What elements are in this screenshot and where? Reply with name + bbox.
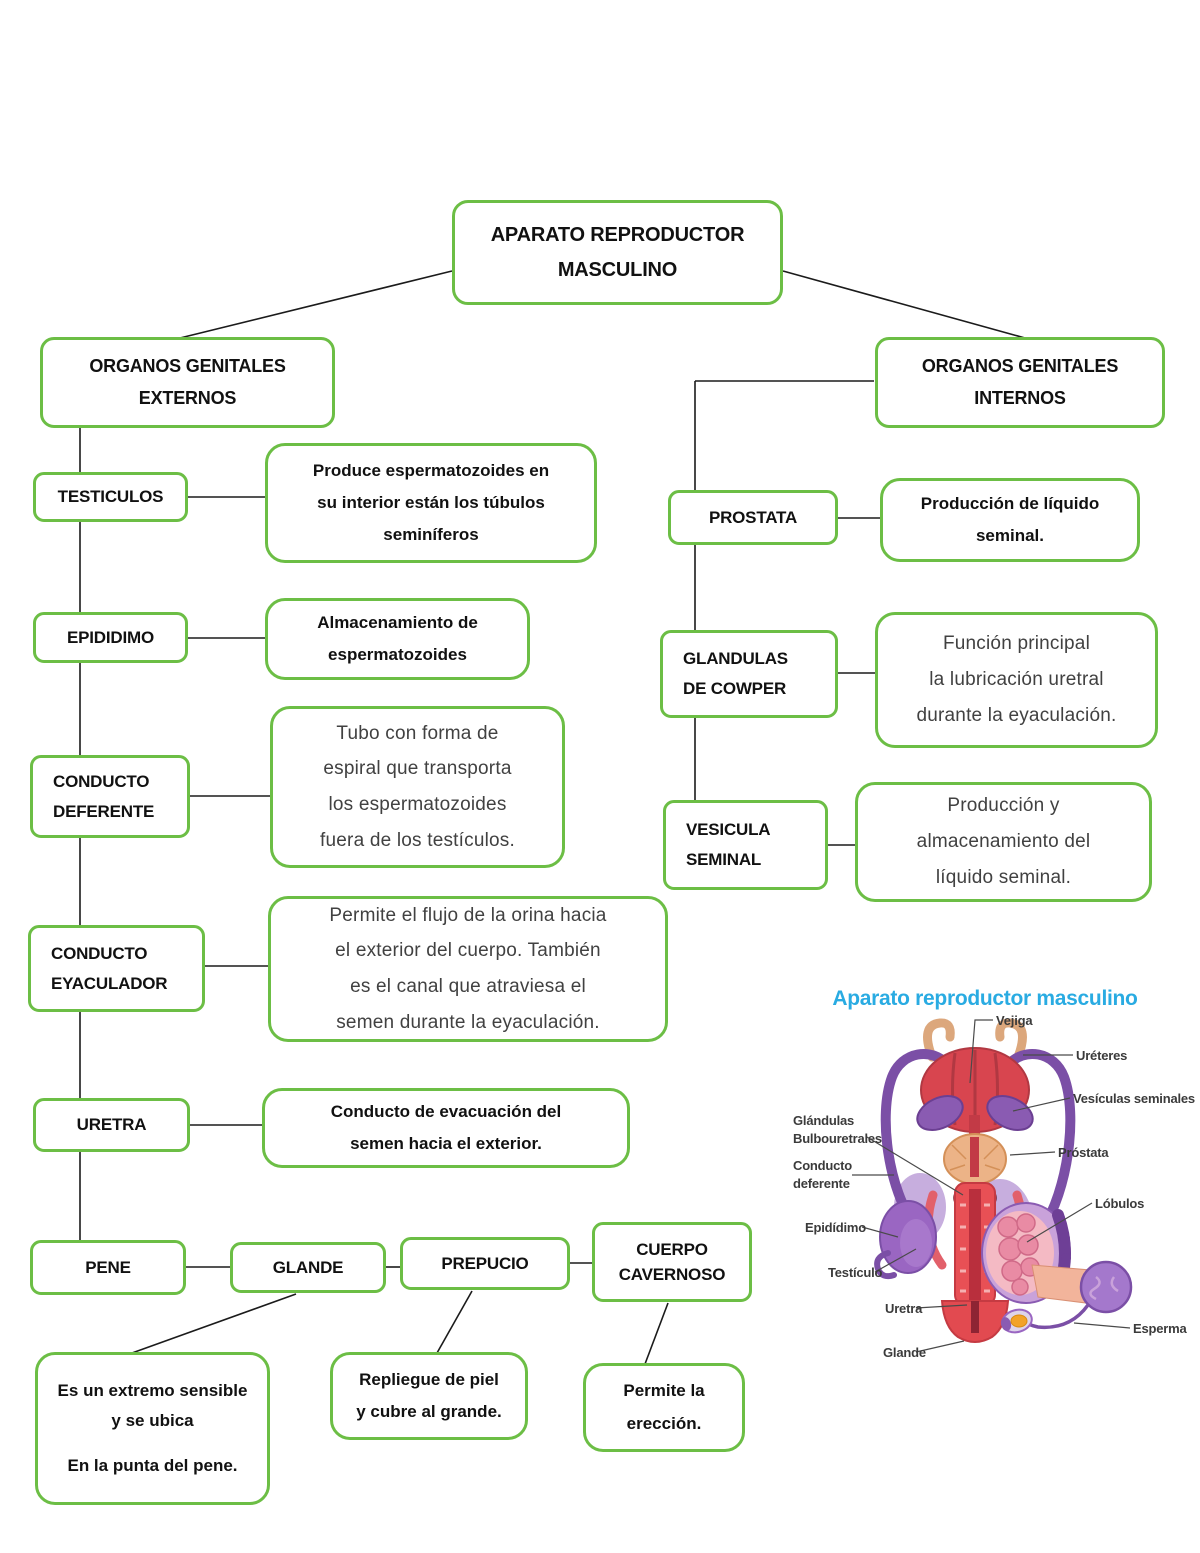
figure-title: Aparato reproductor masculino: [832, 987, 1137, 1010]
prostate-lines: [949, 1144, 1001, 1171]
figure-label-glande: Glande: [883, 1345, 926, 1360]
epididymis-left: [874, 1250, 897, 1280]
desc-vesicula-seminal: Producción y almacenamiento del líquido …: [855, 782, 1152, 902]
desc-testiculos: Produce espermatozoides en su interior e…: [265, 443, 597, 563]
figure-label-prostata: Próstata: [1058, 1145, 1109, 1160]
desc-conducto-eyaculador: Permite el flujo de la orina hacia el ex…: [268, 896, 668, 1042]
node-pene: PENE: [30, 1240, 186, 1295]
seminal-vesicle-left: [916, 1095, 964, 1131]
figure-label-testiculo: Testículo: [828, 1265, 883, 1280]
node-root: APARATO REPRODUCTOR MASCULINO: [452, 200, 783, 305]
node-glandulas-cowper: GLANDULAS DE COWPER: [660, 630, 838, 718]
sperm-nucleus: [1010, 1314, 1028, 1328]
desc-prepucio: Repliegue de piel y cubre al grande.: [330, 1352, 528, 1440]
sperm-acrosome: [1000, 1317, 1012, 1331]
node-uretra: URETRA: [33, 1098, 190, 1152]
desc-conducto-deferente: Tubo con forma de espiral que transporta…: [270, 706, 565, 868]
figure-label-uretra: Uretra: [885, 1301, 923, 1316]
vas-deferens-left: [880, 1048, 953, 1232]
vas-deferens-right: [1003, 1048, 1076, 1235]
ureter-right: [995, 1018, 1027, 1062]
node-organos-externos: ORGANOS GENITALES EXTERNOS: [40, 337, 335, 428]
figure-label-lines: [852, 1019, 1131, 1353]
figure-label-glandulas-1: Glándulas: [793, 1113, 854, 1128]
urethra-prostatic: [970, 1137, 979, 1177]
desc-epididimo: Almacenamiento de espermatozoides: [265, 598, 530, 680]
node-conducto-deferente: CONDUCTO DEFERENTE: [30, 755, 190, 838]
node-glande: GLANDE: [230, 1242, 386, 1293]
urethra-penile: [969, 1189, 981, 1303]
edge-root-externos: [179, 270, 453, 339]
node-cuerpo-cavernoso: CUERPO CAVERNOSO: [592, 1222, 752, 1302]
ureter-left: [923, 1018, 955, 1062]
lobules: [997, 1213, 1040, 1296]
tubule-squiggles: [1089, 1276, 1119, 1301]
meatus: [971, 1301, 979, 1333]
edge-cuerpo-desc: [644, 1302, 669, 1365]
node-organos-internos: ORGANOS GENITALES INTERNOS: [875, 337, 1165, 428]
desc-glande-line-1: Es un extremo sensible y se ubica: [57, 1380, 248, 1431]
edge-prepucio-desc: [436, 1290, 473, 1354]
node-prepucio: PREPUCIO: [400, 1237, 570, 1290]
figure-label-conducto-2: deferente: [793, 1176, 850, 1191]
desc-glande-line-2: En la punta del pene.: [67, 1455, 238, 1475]
figure-label-vesiculas-seminales: Vesículas seminales: [1073, 1091, 1195, 1106]
seminal-vesicle-right: [986, 1095, 1034, 1131]
figure-label-conducto-1: Conducto: [793, 1158, 852, 1173]
desc-prostata: Producción de líquido seminal.: [880, 478, 1140, 562]
figure-label-esperma: Esperma: [1133, 1321, 1187, 1336]
node-conducto-eyaculador: CONDUCTO EYACULADOR: [28, 925, 205, 1012]
node-vesicula-seminal: VESICULA SEMINAL: [663, 800, 828, 890]
desc-glandulas-cowper: Función principal la lubricación uretral…: [875, 612, 1158, 748]
desc-cuerpo-cavernoso: Permite la erección.: [583, 1363, 745, 1452]
figure-label-ureteres: Uréteres: [1076, 1048, 1127, 1063]
tubule-section: [1079, 1260, 1133, 1314]
figure-label-vejiga: Vejiga: [996, 1013, 1033, 1028]
node-prostata: PROSTATA: [668, 490, 838, 545]
node-testiculos: TESTICULOS: [33, 472, 188, 522]
desc-uretra: Conducto de evacuación del semen hacia e…: [262, 1088, 630, 1168]
node-epididimo: EPIDIDIMO: [33, 612, 188, 663]
desc-glande: Es un extremo sensible y se ubica En la …: [35, 1352, 270, 1505]
edge-glande-desc: [131, 1293, 297, 1354]
testicle-left-highlight: [900, 1219, 932, 1267]
figure-label-glandulas-2: Bulbouretrales: [793, 1131, 882, 1146]
figure-label-lobulos: Lóbulos: [1095, 1196, 1144, 1211]
edge-root-internos: [782, 270, 1026, 339]
anatomy-figure: Aparato reproductor masculino: [793, 987, 1195, 1360]
figure-label-epididimo: Epidídimo: [805, 1220, 866, 1235]
